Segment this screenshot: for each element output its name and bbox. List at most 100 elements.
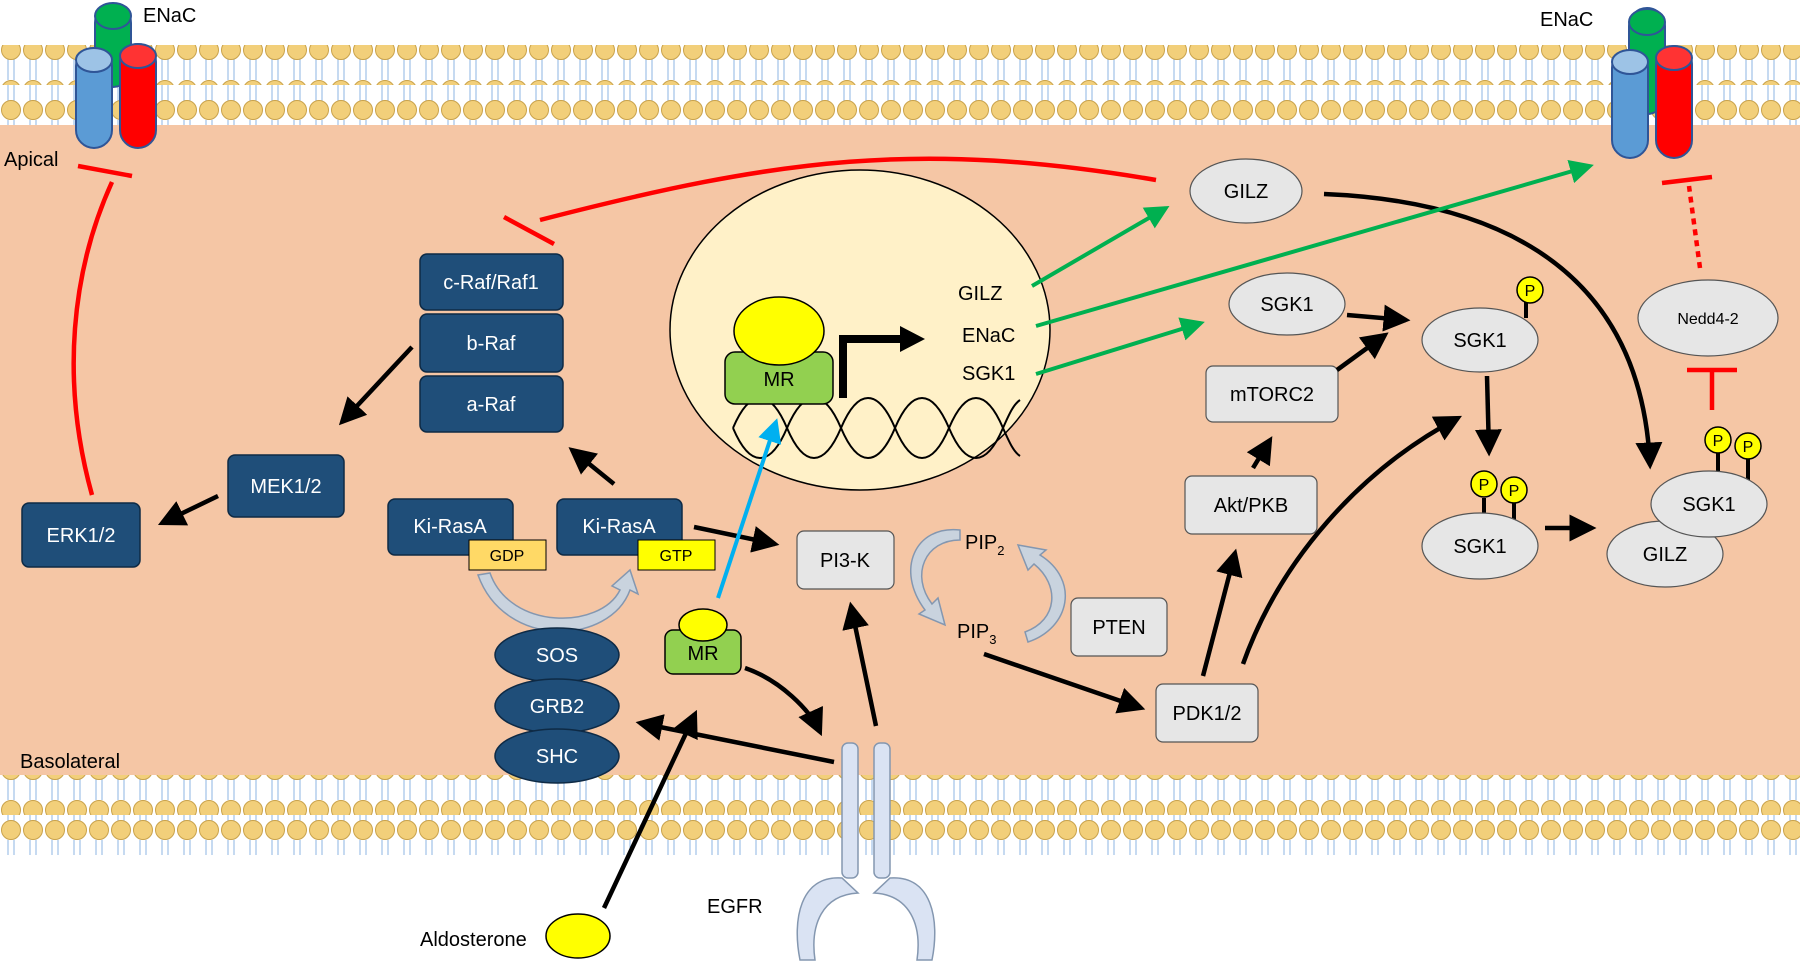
pip2-to-pip3-arrow xyxy=(910,528,961,627)
sgk1-node-p xyxy=(1421,307,1539,373)
phospho-2a xyxy=(1470,470,1498,498)
pip3-to-pip2-arrow xyxy=(1016,544,1067,643)
transcription-arrows xyxy=(1030,160,1594,376)
nuclear-mr-label: MR xyxy=(763,369,794,391)
pten-box xyxy=(1070,597,1168,657)
arrow-pip3-pdk xyxy=(983,651,1146,714)
gene-enac: ENaC xyxy=(962,325,1015,347)
inhibit-nedd-enac xyxy=(1686,185,1703,269)
phospho-3b xyxy=(1734,432,1762,460)
arrow-pdk-akt xyxy=(1200,548,1243,677)
phospho-3a-label: P xyxy=(1713,433,1724,450)
gdp-tag xyxy=(468,539,547,571)
aldosterone-label: Aldosterone xyxy=(420,929,527,951)
c-raf-box xyxy=(419,253,564,311)
dna-helix xyxy=(732,397,1021,459)
mtorc2-label: mTORC2 xyxy=(1230,384,1314,406)
pten-label: PTEN xyxy=(1092,617,1145,639)
transcription-arrowhead xyxy=(900,326,925,352)
gilz-node-top xyxy=(1189,158,1303,224)
nedd4-2-node xyxy=(1637,279,1779,357)
shc-label: SHC xyxy=(536,746,578,768)
enac-channel-right xyxy=(1611,7,1693,159)
nuclear-aldosterone xyxy=(733,296,825,366)
sgk1-complex xyxy=(1650,470,1768,538)
arrow-pdk-sgk1p xyxy=(1240,415,1462,665)
arrow-raf-mek xyxy=(338,345,414,426)
pi3k-box xyxy=(796,530,895,590)
pip3-label: PIP3 xyxy=(957,621,996,647)
gene-gilz: GILZ xyxy=(958,283,1002,305)
phospho-1-label: P xyxy=(1525,283,1536,300)
gtp-tag xyxy=(637,539,716,571)
arrow-mek-erk xyxy=(157,493,219,526)
mtorc2-box xyxy=(1205,365,1339,423)
egfr-receptor xyxy=(796,742,936,961)
mek-box xyxy=(227,454,345,518)
arrow-gene-gilz xyxy=(1030,205,1170,288)
inhibit-gilz-raf xyxy=(539,156,1157,223)
egfr-label: EGFR xyxy=(707,896,763,918)
arrow-sgk1p-sgk1pp xyxy=(1474,375,1502,457)
arrow-mtorc2-sgk1 xyxy=(1335,332,1389,372)
phospho-3b-label: P xyxy=(1743,439,1754,456)
erk-box xyxy=(21,502,141,568)
arrow-sgk1new-sgk1p xyxy=(1346,304,1411,332)
arrow-mr-egfr xyxy=(744,665,823,737)
inhibit-nedd-enac-bar xyxy=(1661,174,1713,186)
cyto-mr-label: MR xyxy=(687,643,718,665)
arrow-aldo-mr xyxy=(601,709,698,909)
gtp-label: GTP xyxy=(660,548,693,565)
erk-label: ERK1/2 xyxy=(47,525,116,547)
nedd4-2-label: Nedd4-2 xyxy=(1677,311,1738,328)
shc-node xyxy=(494,728,620,784)
ras-gdp-label: Ki-RasA xyxy=(413,516,487,538)
c-raf-label: c-Raf/Raf1 xyxy=(443,272,539,294)
arrow-egfr-grb2 xyxy=(635,714,835,765)
cyto-mr-aldosterone xyxy=(678,608,728,642)
enac-left-label: ENaC xyxy=(143,5,196,27)
basolateral-label: Basolateral xyxy=(20,751,120,773)
akt-label: Akt/PKB xyxy=(1214,495,1288,517)
nucleus xyxy=(669,169,1051,491)
b-raf-box xyxy=(419,313,564,373)
sgk1-complex-label: SGK1 xyxy=(1682,494,1735,516)
inhibit-erk-enac xyxy=(71,181,115,496)
arrow-akt-mtorc2 xyxy=(1246,436,1273,470)
aldosterone-molecule xyxy=(545,913,611,959)
phospho-1 xyxy=(1516,276,1544,304)
sgk1-new-label: SGK1 xyxy=(1260,294,1313,316)
apical-membrane xyxy=(0,45,1800,125)
arrow-ras-pi3k xyxy=(693,524,780,553)
gilz-complex-label: GILZ xyxy=(1643,544,1687,566)
mek-label: MEK1/2 xyxy=(250,476,321,498)
arrow-egfr-pi3k xyxy=(842,601,879,727)
gdp-gtp-exchange-arrow xyxy=(476,568,640,632)
arrow-gilz-complex xyxy=(1323,191,1663,470)
enac-right-label: ENaC xyxy=(1540,9,1593,31)
ras-gtp-label: Ki-RasA xyxy=(582,516,656,538)
inhibition-arrows xyxy=(71,156,1737,496)
gilz-top-label: GILZ xyxy=(1224,181,1268,203)
akt-box xyxy=(1184,475,1318,535)
apical-label: Apical xyxy=(4,149,58,171)
grb2-label: GRB2 xyxy=(530,696,584,718)
sgk1-node-pp xyxy=(1421,512,1539,580)
pdk-box xyxy=(1155,683,1259,743)
sgk1-pp-label: SGK1 xyxy=(1453,536,1506,558)
arrow-ras-raf xyxy=(568,447,616,486)
arrow-mr-nucleus xyxy=(716,418,782,599)
phospho-2a-label: P xyxy=(1479,477,1490,494)
sgk1-node-new xyxy=(1228,272,1346,336)
arrow-gene-enac xyxy=(1035,160,1594,328)
gdp-label: GDP xyxy=(490,548,525,565)
a-raf-label: a-Raf xyxy=(467,394,516,416)
basolateral-membrane xyxy=(0,775,1800,855)
phospho-2b xyxy=(1500,476,1528,504)
phospho-3a xyxy=(1704,426,1732,454)
inhibit-erk-enac-bar xyxy=(77,163,133,179)
b-raf-label: b-Raf xyxy=(467,333,516,355)
gene-sgk1: SGK1 xyxy=(962,363,1015,385)
transcription-start-arrow xyxy=(839,335,905,398)
